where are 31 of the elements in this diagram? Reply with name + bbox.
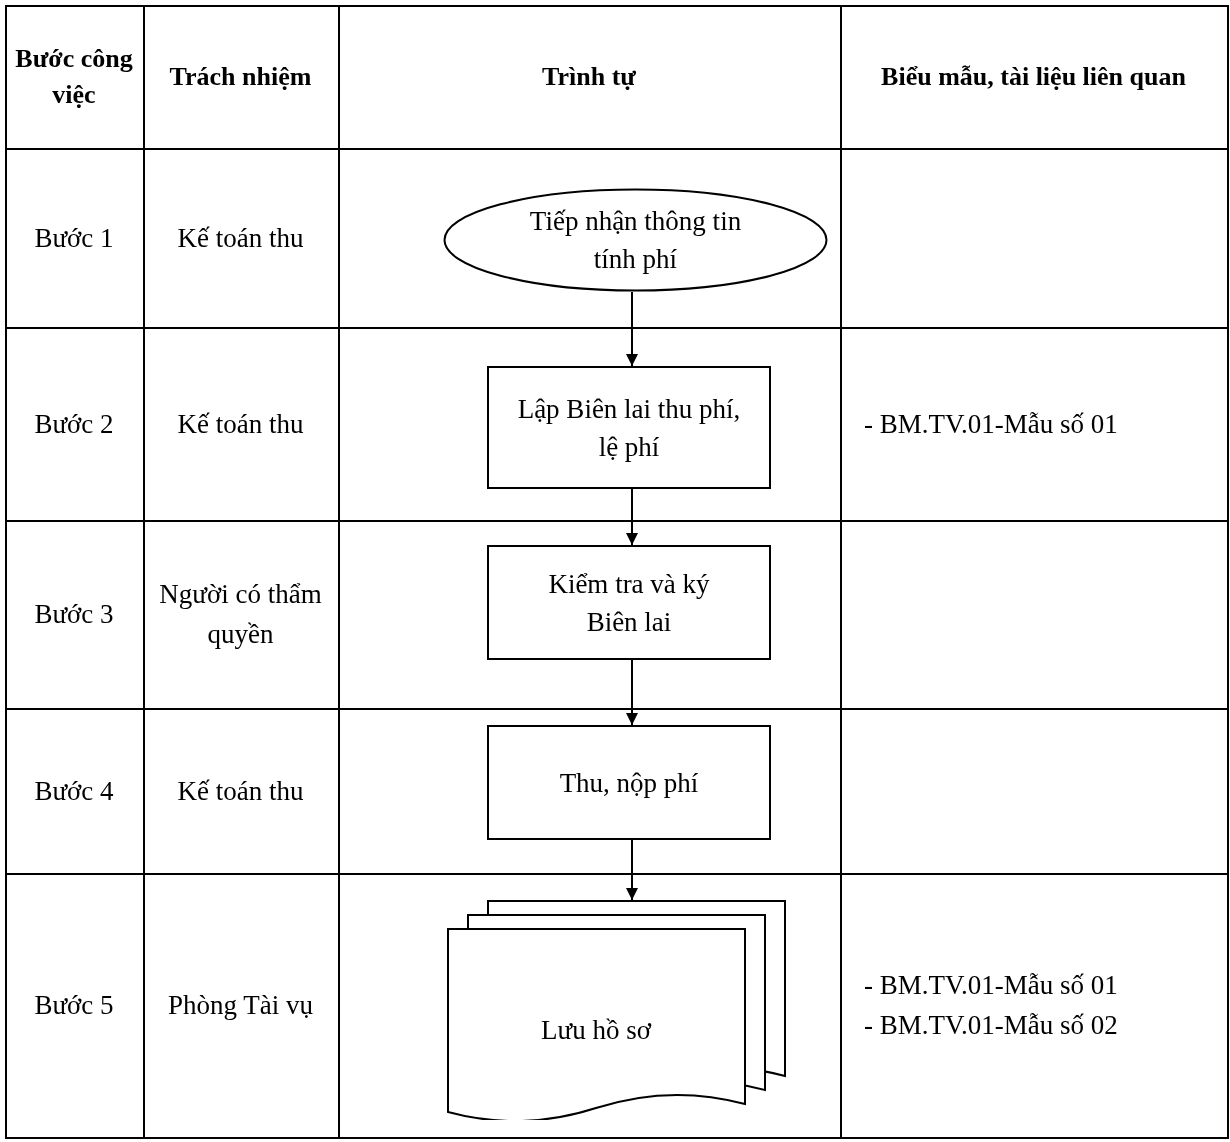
step-description: Kiểm tra và ký Biên lai bbox=[547, 567, 711, 639]
start-ellipse bbox=[443, 188, 828, 292]
process-box bbox=[487, 545, 771, 660]
step-text: Bước 1 bbox=[33, 221, 115, 255]
role-text: Người có thẩm quyền bbox=[158, 578, 323, 651]
arrow bbox=[626, 659, 638, 726]
role-text: Phòng Tài vụ bbox=[167, 989, 314, 1022]
arrow bbox=[626, 291, 638, 367]
form-reference: - BM.TV.01-Mẫu số 01 bbox=[864, 969, 1118, 1002]
role-text: Kế toán thu bbox=[176, 774, 305, 808]
step-text: Bước 4 bbox=[33, 774, 115, 808]
step-text: Bước 2 bbox=[33, 407, 115, 441]
multi-document-shape bbox=[447, 900, 787, 1120]
step-description: Tiếp nhận thông tin tính phí bbox=[528, 205, 743, 276]
step-text: Bước 3 bbox=[33, 598, 115, 631]
step-text: Bước 5 bbox=[33, 989, 115, 1022]
column-header: Biểu mẫu, tài liệu liên quan bbox=[880, 60, 1187, 93]
process-box bbox=[487, 725, 771, 840]
form-reference: - BM.TV.01-Mẫu số 01 bbox=[864, 407, 1118, 441]
step-description: Lưu hồ sơ bbox=[540, 1014, 653, 1047]
process-box bbox=[487, 366, 771, 489]
column-header: Bước công việc bbox=[14, 42, 134, 111]
form-reference: - BM.TV.01-Mẫu số 02 bbox=[864, 1009, 1118, 1042]
role-text: Kế toán thu bbox=[176, 407, 305, 441]
step-description: Thu, nộp phí bbox=[558, 766, 700, 800]
column-header: Trình tự bbox=[541, 60, 637, 93]
arrow bbox=[626, 488, 638, 546]
arrow bbox=[626, 839, 638, 901]
role-text: Kế toán thu bbox=[176, 221, 305, 255]
column-header: Trách nhiệm bbox=[168, 60, 313, 93]
step-description: Lập Biên lai thu phí, lệ phí bbox=[516, 392, 742, 464]
